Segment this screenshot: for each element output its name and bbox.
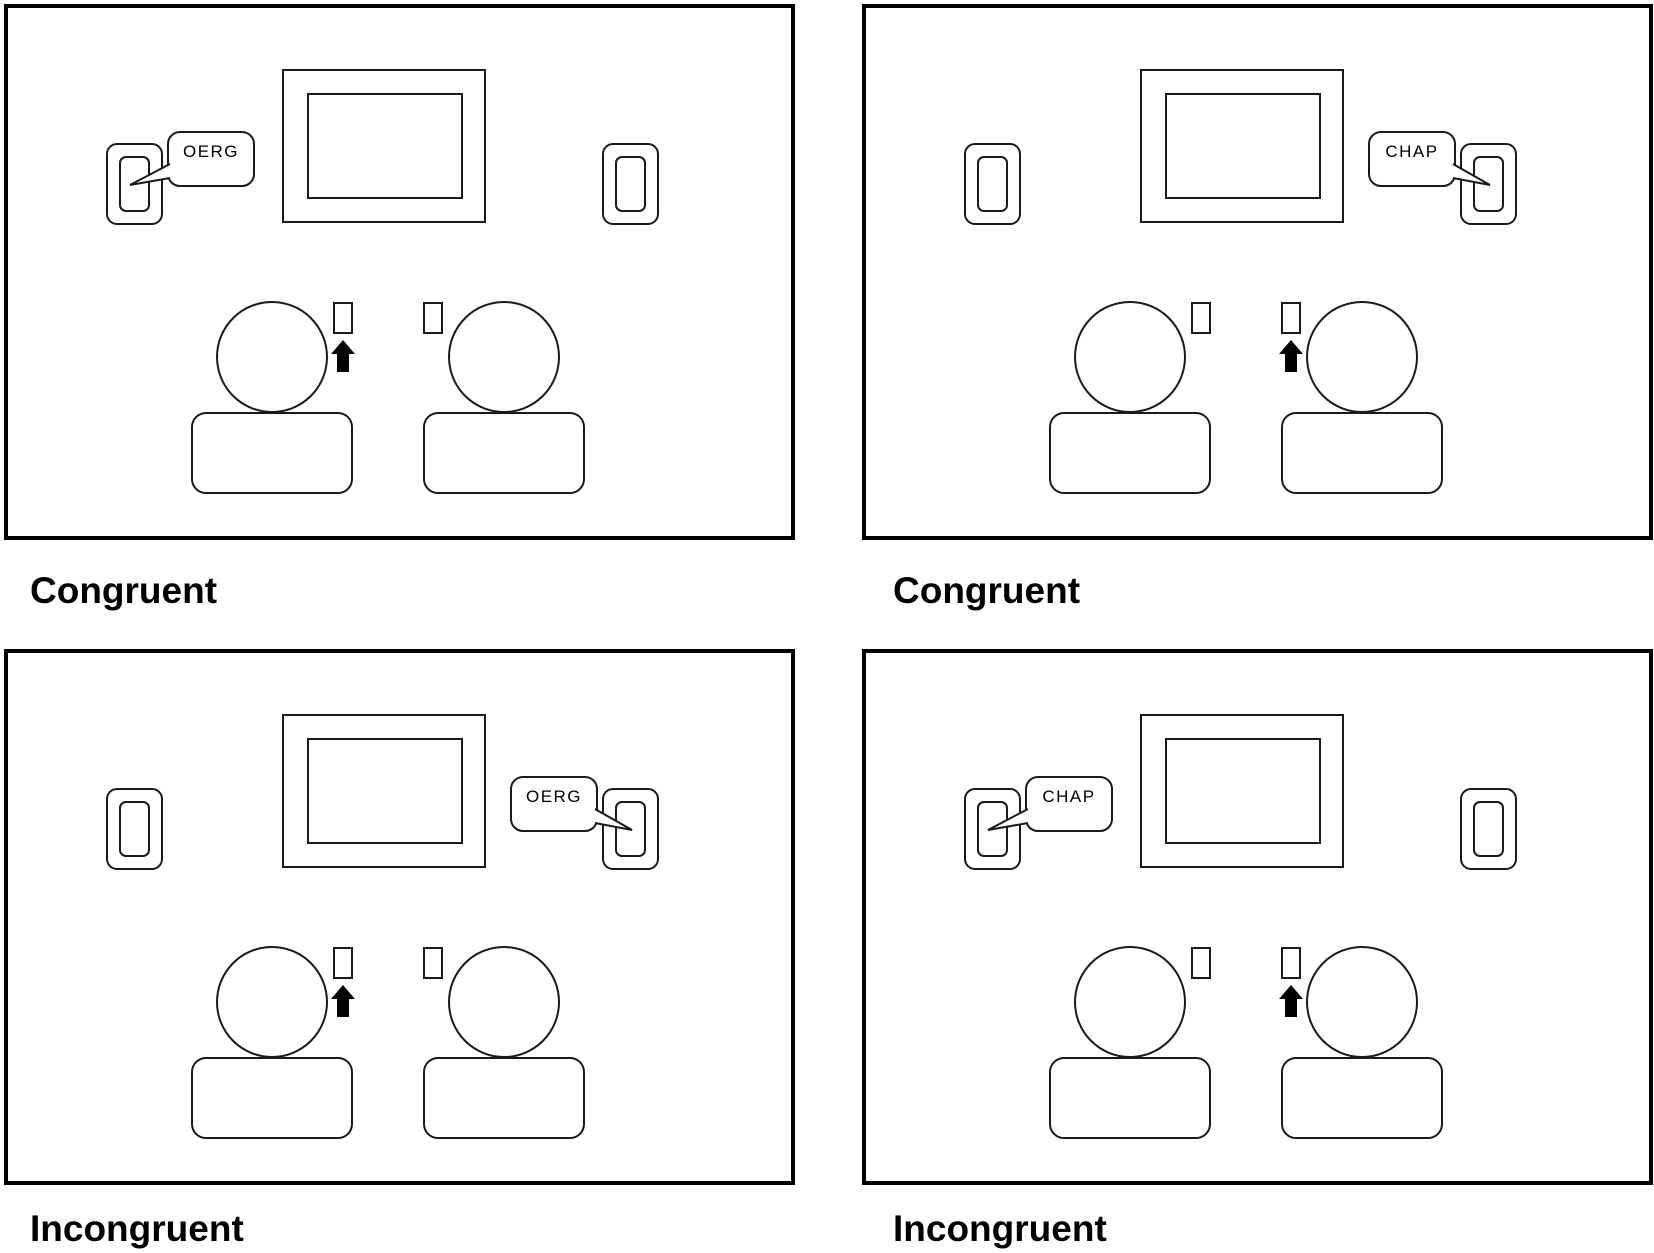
response-box-left [333, 302, 353, 334]
screen-icon-outer [282, 69, 486, 223]
loudspeaker-cone [119, 156, 150, 212]
arrow-up-icon [331, 340, 355, 372]
speech-bubble-tail [129, 163, 171, 186]
person-left-body [191, 1057, 353, 1139]
response-box-right [1281, 947, 1301, 979]
loudspeaker-cone [1473, 156, 1504, 212]
loudspeaker-cone [615, 801, 646, 857]
arrow-up-icon [1279, 985, 1303, 1017]
screen-icon-inner [1165, 738, 1321, 844]
loudspeaker-right-icon [602, 788, 659, 870]
response-box-right [1281, 302, 1301, 334]
loudspeaker-cone [615, 156, 646, 212]
panel-3: OERG [4, 649, 795, 1185]
screen-icon-outer [1140, 69, 1344, 223]
speech-bubble-tail [987, 808, 1029, 831]
speech-bubble-text: CHAP [1042, 787, 1095, 806]
speech-bubble-tail [594, 808, 633, 831]
screen-icon-inner [307, 738, 463, 844]
loudspeaker-cone [119, 801, 150, 857]
person-right-body [1281, 412, 1443, 494]
panel-frame [4, 649, 795, 1185]
speech-bubble [1025, 776, 1113, 832]
loudspeaker-left-icon [106, 788, 163, 870]
speech-bubble [167, 131, 255, 187]
loudspeaker-left-icon [106, 143, 163, 225]
loudspeaker-left-icon [964, 788, 1021, 870]
person-left-body [1049, 1057, 1211, 1139]
loudspeaker-cone [1473, 801, 1504, 857]
response-box-right [423, 947, 443, 979]
response-box-left [1191, 302, 1211, 334]
screen-icon-inner [1165, 93, 1321, 199]
response-box-right [423, 302, 443, 334]
speech-bubble-text: CHAP [1385, 142, 1438, 161]
speech-bubble-tail [1452, 163, 1491, 186]
panel-frame [862, 4, 1653, 540]
loudspeaker-right-icon [1460, 788, 1517, 870]
person-left-body [1049, 412, 1211, 494]
person-right-body [423, 412, 585, 494]
speech-bubble [510, 776, 598, 832]
panel-4: CHAP [862, 649, 1653, 1185]
screen-icon-outer [1140, 714, 1344, 868]
loudspeaker-cone [977, 801, 1008, 857]
speech-bubble-text: OERG [526, 787, 582, 806]
speech-bubble [1368, 131, 1456, 187]
loudspeaker-cone [977, 156, 1008, 212]
screen-icon-outer [282, 714, 486, 868]
person-right-body [423, 1057, 585, 1139]
panel-caption-3: Incongruent [30, 1208, 244, 1249]
panel-frame [4, 4, 795, 540]
screen-icon-inner [307, 93, 463, 199]
arrow-up-icon [331, 985, 355, 1017]
panel-caption-2: Congruent [893, 570, 1081, 611]
loudspeaker-left-icon [964, 143, 1021, 225]
loudspeaker-right-icon [1460, 143, 1517, 225]
speech-bubble-text: OERG [183, 142, 239, 161]
response-box-left [333, 947, 353, 979]
panel-2: CHAP [862, 4, 1653, 540]
arrow-up-icon [1279, 340, 1303, 372]
panel-frame [862, 649, 1653, 1185]
person-right-body [1281, 1057, 1443, 1139]
response-box-left [1191, 947, 1211, 979]
panel-1: OERG [4, 4, 795, 540]
person-left-body [191, 412, 353, 494]
panel-caption-1: Congruent [30, 570, 218, 611]
loudspeaker-right-icon [602, 143, 659, 225]
panel-caption-4: Incongruent [893, 1208, 1107, 1249]
